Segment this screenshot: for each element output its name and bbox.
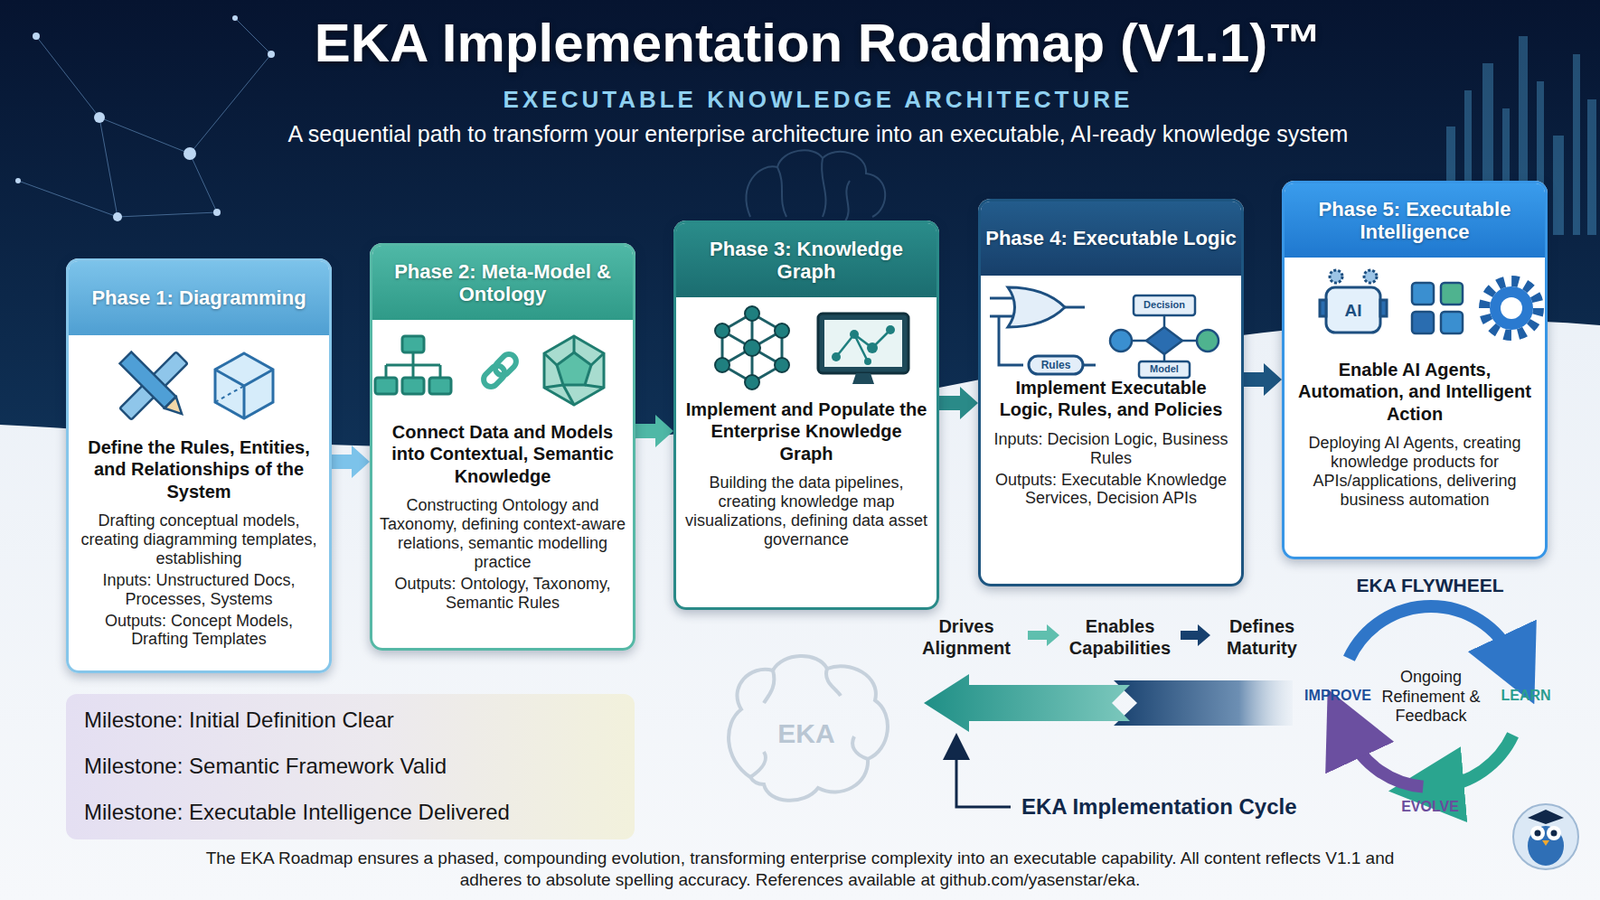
card-fill bbox=[673, 220, 940, 611]
milestone-text: Milestone: Initial Definition Clear bbox=[84, 706, 617, 735]
card-fill bbox=[65, 258, 332, 674]
phase-body: Drafting conceptual models, creating dia… bbox=[75, 511, 322, 569]
card-fill bbox=[1281, 180, 1548, 560]
phase-card: Phase 3: Knowledge GraphImplement and Po… bbox=[673, 220, 940, 611]
leader-line bbox=[956, 746, 1011, 808]
constellation bbox=[18, 18, 272, 217]
flywheel-center: Ongoing Refinement & Feedback bbox=[1374, 668, 1488, 727]
phase-body: Building the data pipelines, creating kn… bbox=[683, 473, 930, 550]
flywheel-ring bbox=[1348, 606, 1513, 788]
phase-body: Outputs: Ontology, Taxonomy, Semantic Ru… bbox=[379, 574, 626, 613]
card-fill bbox=[978, 198, 1244, 587]
flow-label: Enables Capabilities bbox=[1062, 615, 1178, 659]
subtitle: EXECUTABLE KNOWLEDGE ARCHITECTURE bbox=[503, 85, 1134, 114]
phase-body: Inputs: Unstructured Docs, Processes, Sy… bbox=[75, 571, 322, 610]
phase-card: Phase 1: DiagrammingDefine the Rules, En… bbox=[65, 258, 332, 674]
flow-label: Defines Maturity bbox=[1214, 615, 1309, 659]
icon-label: Decision bbox=[1143, 299, 1186, 311]
flywheel-title: EKA FLYWHEEL bbox=[1356, 574, 1505, 597]
constellation-stars bbox=[15, 15, 275, 222]
phase-body: Constructing Ontology and Taxonomy, defi… bbox=[379, 496, 626, 573]
caption: The EKA Roadmap ensures a phased, compou… bbox=[198, 847, 1402, 892]
phase-body: Outputs: Concept Models, Drafting Templa… bbox=[75, 611, 322, 650]
phase-body: Deploying AI Agents, creating knowledge … bbox=[1291, 433, 1538, 510]
tagline: A sequential path to transform your ente… bbox=[288, 120, 1349, 148]
milestone-text: Milestone: Semantic Framework Valid bbox=[84, 752, 617, 781]
link-icon bbox=[480, 351, 519, 390]
phase-body: Inputs: Decision Logic, Business Rules bbox=[988, 430, 1234, 469]
phase-heading: Enable AI Agents, Automation, and Intell… bbox=[1291, 358, 1538, 425]
ruler-pencil-icon bbox=[120, 352, 189, 421]
logic-gate-icon bbox=[989, 287, 1096, 375]
phase-card: Phase 5: Executable IntelligenceEnable A… bbox=[1281, 180, 1548, 560]
cube-icon bbox=[215, 353, 273, 419]
cycle-step: EVOLVE bbox=[1401, 798, 1459, 816]
phase-arrow bbox=[331, 445, 370, 479]
phase-body: Outputs: Executable Knowledge Services, … bbox=[988, 470, 1234, 509]
phase-heading: Define the Rules, Entities, and Relation… bbox=[75, 436, 322, 503]
cycle-arrow bbox=[1113, 680, 1293, 726]
small-arrow bbox=[1180, 624, 1211, 647]
cycle-step: LEARN bbox=[1500, 687, 1551, 705]
small-arrow bbox=[1027, 624, 1060, 647]
phase-arrow bbox=[1243, 363, 1282, 396]
cycle-label: EKA Implementation Cycle bbox=[1021, 794, 1298, 821]
icon-label: AI bbox=[1345, 301, 1363, 322]
milestone-panel: Milestone: Initial Definition ClearMiles… bbox=[65, 694, 635, 840]
cycle-step: IMPROVE bbox=[1304, 687, 1372, 705]
phase-card: Phase 2: Meta-Model & OntologyConnect Da… bbox=[369, 243, 636, 651]
cycle-arrow bbox=[923, 674, 1130, 733]
network-icon bbox=[715, 306, 790, 390]
card-fill bbox=[369, 243, 636, 651]
icon-label: Model bbox=[1149, 363, 1179, 376]
phase-arrow bbox=[939, 386, 979, 420]
page-title: EKA Implementation Roadmap (V1.1)™ bbox=[94, 10, 1542, 76]
brain-watermark bbox=[728, 656, 888, 801]
phase-arrow bbox=[635, 414, 674, 448]
ai-robot-icon bbox=[1319, 270, 1387, 333]
app-grid-icon bbox=[1411, 282, 1463, 334]
milestone-text: Milestone: Executable Intelligence Deliv… bbox=[84, 799, 617, 827]
phase-heading: Implement and Populate the Enterprise Kn… bbox=[683, 398, 930, 465]
owl-mascot bbox=[1513, 804, 1579, 870]
phase-card: Phase 4: Executable LogicImplement Execu… bbox=[978, 198, 1244, 587]
gear-icon bbox=[1484, 281, 1539, 336]
phase-heading: Connect Data and Models into Contextual,… bbox=[379, 421, 626, 488]
dodecahedron-icon bbox=[544, 336, 604, 405]
phase-header: Phase 2: Meta-Model & Ontology bbox=[372, 245, 633, 320]
hierarchy-icon bbox=[375, 336, 452, 395]
flow-label: Drives Alignment bbox=[912, 615, 1020, 659]
monitor-icon bbox=[818, 313, 909, 385]
decision-model-icon bbox=[1110, 295, 1219, 378]
phase-header: Phase 5: Executable Intelligence bbox=[1284, 183, 1545, 258]
icon-label: Rules bbox=[1041, 358, 1072, 372]
phase-header: Phase 3: Knowledge Graph bbox=[676, 223, 937, 298]
phase-header: Phase 1: Diagramming bbox=[68, 261, 330, 336]
brain-outline bbox=[745, 150, 885, 222]
watermark: EKA bbox=[777, 717, 835, 751]
phase-header: Phase 4: Executable Logic bbox=[980, 201, 1242, 276]
phase-heading: Implement Executable Logic, Rules, and P… bbox=[988, 376, 1234, 422]
